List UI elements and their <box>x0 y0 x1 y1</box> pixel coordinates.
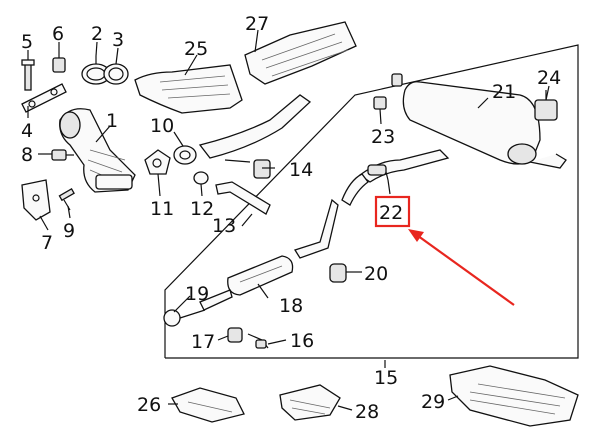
label-part-22: 22 <box>379 202 403 224</box>
label-part-21: 21 <box>492 81 516 103</box>
part-3-clamp-ring <box>103 63 129 85</box>
part-1-catalytic-converter <box>59 108 136 193</box>
part-6-nut <box>52 52 66 73</box>
part-5-stud <box>21 59 35 91</box>
intermediate-pipe <box>294 198 339 259</box>
label-part-18: 18 <box>279 295 303 317</box>
part-14-hanger <box>253 159 271 179</box>
part-21-muffler <box>402 81 567 169</box>
part-29-underbody-shield <box>449 365 579 427</box>
label-part-4: 4 <box>21 120 33 142</box>
highlight-arrow <box>413 232 515 306</box>
label-part-15: 15 <box>374 367 398 389</box>
label-part-25: 25 <box>184 38 208 60</box>
part-11-gasket <box>144 149 171 175</box>
part-25-heat-shield <box>134 64 243 114</box>
label-part-7: 7 <box>41 232 53 254</box>
part-18-resonator <box>199 255 294 311</box>
part-8-sensor <box>51 149 74 161</box>
leader-lines <box>27 29 550 411</box>
label-part-27: 27 <box>245 13 269 35</box>
part-19-flange <box>163 309 206 327</box>
highlight-box-part-22 <box>374 195 411 228</box>
assembly-boundary <box>164 44 579 359</box>
label-part-14: 14 <box>289 159 313 181</box>
part-27-heat-shield <box>244 21 357 85</box>
part-9-bolt <box>58 188 75 211</box>
label-part-10: 10 <box>150 115 174 137</box>
label-part-28: 28 <box>355 401 379 423</box>
label-part-13: 13 <box>212 215 236 237</box>
part-16-bracket <box>247 333 269 349</box>
part-17-hanger <box>227 327 243 343</box>
part-12-gasket-ring <box>193 171 209 185</box>
part-10-flange <box>173 145 197 165</box>
label-part-29: 29 <box>421 391 445 413</box>
part-13-bracket <box>215 181 271 215</box>
label-part-16: 16 <box>290 330 314 352</box>
part-24-valve <box>534 90 558 121</box>
highlight-arrowhead <box>408 229 424 242</box>
part-23-hanger <box>373 73 403 110</box>
label-part-1: 1 <box>106 110 118 132</box>
label-part-5: 5 <box>21 31 33 53</box>
part-22-clamp <box>367 164 389 181</box>
label-part-19: 19 <box>185 283 209 305</box>
part-20-hanger <box>329 263 347 283</box>
part-7-bracket <box>21 179 51 221</box>
label-part-9: 9 <box>63 220 75 242</box>
label-part-12: 12 <box>190 198 214 220</box>
label-part-26: 26 <box>137 394 161 416</box>
label-part-8: 8 <box>21 144 33 166</box>
part-28-heat-shield <box>279 384 341 421</box>
part-4-bracket <box>21 83 67 113</box>
label-part-2: 2 <box>91 23 103 45</box>
label-part-24: 24 <box>537 67 561 89</box>
label-part-3: 3 <box>112 29 124 51</box>
label-part-20: 20 <box>364 263 388 285</box>
label-part-6: 6 <box>52 23 64 45</box>
label-part-17: 17 <box>191 331 215 353</box>
label-part-23: 23 <box>371 126 395 148</box>
front-pipe <box>198 94 312 163</box>
part-26-heat-shield <box>171 387 245 423</box>
label-part-11: 11 <box>150 198 174 220</box>
